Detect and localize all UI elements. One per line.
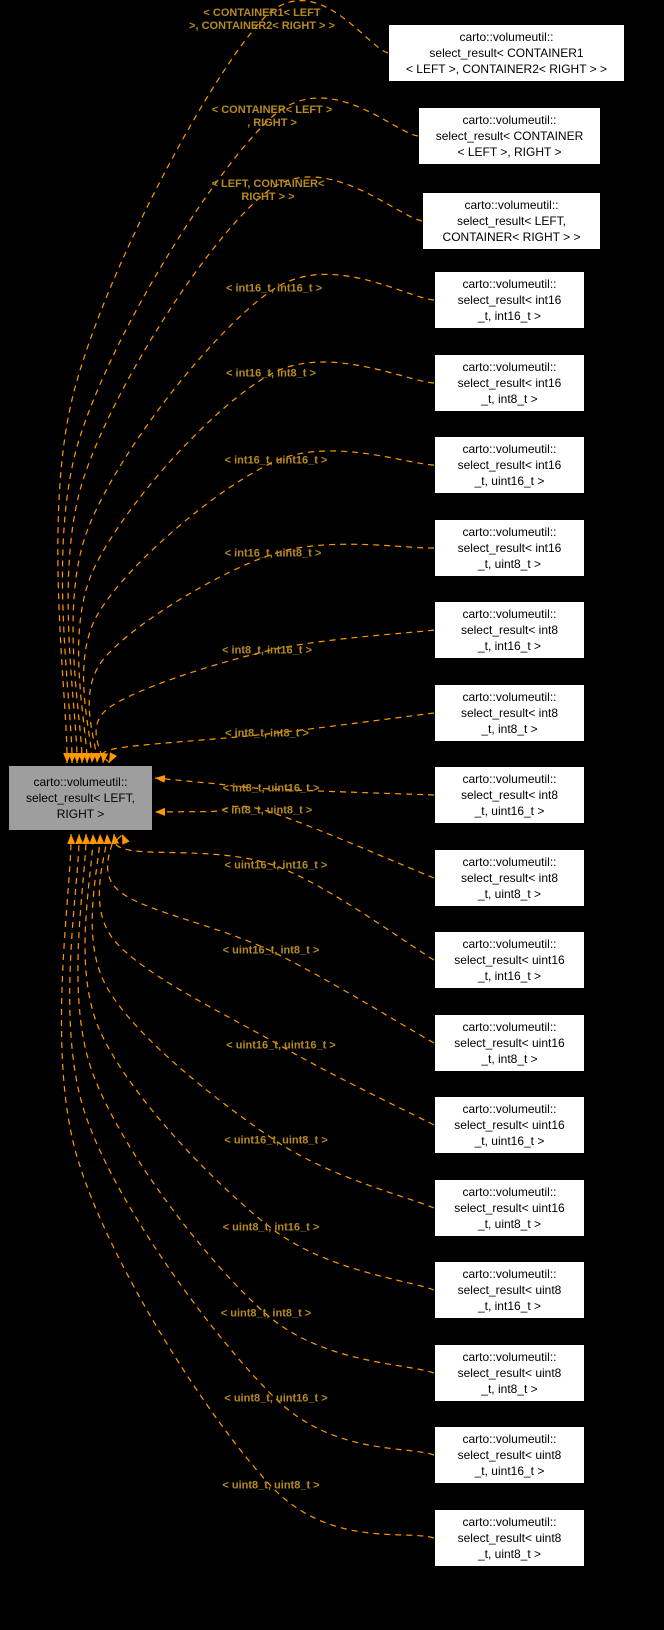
- class-node[interactable]: carto::volumeutil:: select_result< int16…: [434, 436, 585, 494]
- class-node[interactable]: carto::volumeutil:: select_result< uint8…: [434, 1509, 585, 1567]
- class-node[interactable]: carto::volumeutil:: select_result< int16…: [434, 519, 585, 577]
- edge-label: < int8_t, uint8_t >: [221, 804, 313, 817]
- edge-label: < uint16_t, int16_t >: [224, 859, 328, 872]
- edge-label: < uint8_t, int8_t >: [220, 1307, 312, 1320]
- edge-label: < uint8_t, uint16_t >: [224, 1392, 328, 1405]
- class-node[interactable]: carto::volumeutil:: select_result< CONTA…: [418, 107, 601, 165]
- class-node[interactable]: carto::volumeutil:: select_result< uint1…: [434, 931, 585, 989]
- class-node[interactable]: carto::volumeutil:: select_result< int8 …: [434, 849, 585, 907]
- template-instantiation-edge: [95, 629, 435, 764]
- edge-label: < int8_t, int16_t >: [222, 644, 312, 657]
- template-instantiation-edge: [61, 97, 419, 764]
- template-instantiation-edge: [78, 361, 435, 764]
- class-node[interactable]: carto::volumeutil:: select_result< uint1…: [434, 1014, 585, 1072]
- template-instantiation-edge: [107, 833, 435, 1044]
- edge-label: < int16_t, int8_t >: [226, 367, 316, 380]
- class-node[interactable]: carto::volumeutil:: select_result< uint1…: [434, 1096, 585, 1154]
- edge-label: < uint8_t, uint8_t >: [222, 1479, 320, 1492]
- template-instantiation-edge: [88, 543, 435, 764]
- template-instantiation-edge: [84, 833, 435, 1291]
- template-instantiation-edge: [67, 176, 423, 764]
- template-instantiation-edge: [72, 273, 435, 764]
- edge-label: < CONTAINER1< LEFT >, CONTAINER2< RIGHT …: [189, 7, 335, 32]
- template-instantiation-edge: [77, 833, 435, 1374]
- class-node[interactable]: carto::volumeutil:: select_result< int16…: [434, 354, 585, 412]
- template-instantiation-edge: [154, 805, 435, 879]
- template-instantiation-edge: [154, 774, 435, 796]
- edge-label: < int16_t, uint8_t >: [224, 547, 322, 560]
- edge-label: < int16_t, uint16_t >: [224, 454, 328, 467]
- template-instantiation-edge: [69, 833, 435, 1456]
- edge-label: < uint16_t, uint16_t >: [226, 1039, 336, 1052]
- class-node[interactable]: carto::volumeutil:: select_result< CONTA…: [388, 24, 625, 82]
- class-node-current: carto::volumeutil:: select_result< LEFT,…: [8, 765, 153, 831]
- class-node[interactable]: carto::volumeutil:: select_result< uint8…: [434, 1344, 585, 1402]
- edge-label: < uint16_t, uint8_t >: [224, 1134, 328, 1147]
- template-instantiation-edge: [101, 712, 435, 764]
- edge-label: < int16_t, int16_t >: [226, 282, 322, 295]
- template-instantiation-edge: [115, 833, 435, 961]
- template-instantiation-edge: [91, 833, 435, 1209]
- template-instantiation-edge: [83, 450, 435, 764]
- edge-label: < uint16_t, int8_t >: [222, 944, 320, 957]
- class-node[interactable]: carto::volumeutil:: select_result< int16…: [434, 271, 585, 329]
- edge-label: < LEFT, CONTAINER< RIGHT > >: [211, 178, 325, 203]
- class-node[interactable]: carto::volumeutil:: select_result< LEFT,…: [422, 192, 601, 250]
- class-node[interactable]: carto::volumeutil:: select_result< int8 …: [434, 766, 585, 824]
- template-instantiation-edge: [60, 833, 435, 1539]
- class-node[interactable]: carto::volumeutil:: select_result< uint8…: [434, 1426, 585, 1484]
- class-node[interactable]: carto::volumeutil:: select_result< uint8…: [434, 1261, 585, 1319]
- class-node[interactable]: carto::volumeutil:: select_result< int8 …: [434, 601, 585, 659]
- template-instantiation-edge: [98, 833, 435, 1126]
- class-node[interactable]: carto::volumeutil:: select_result< int8 …: [434, 684, 585, 742]
- class-node[interactable]: carto::volumeutil:: select_result< uint1…: [434, 1179, 585, 1237]
- edge-label: < CONTAINER< LEFT > , RIGHT >: [211, 104, 333, 129]
- edge-label: < uint8_t, int16_t >: [222, 1221, 320, 1234]
- edge-label: < int8_t, uint16_t >: [222, 782, 320, 795]
- edge-label: < int8_t, int8_t >: [225, 727, 309, 740]
